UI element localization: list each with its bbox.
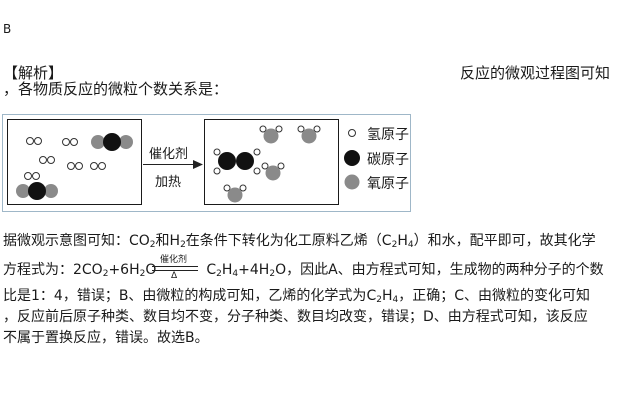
legend-oxygen: 氧原子 bbox=[367, 176, 409, 192]
answer-text: B bbox=[3, 22, 12, 36]
explanation-line-3: 比是1：4，错误；B、由微粒的构成可知，乙烯的化学式为C2H4，正确；C、由微粒… bbox=[3, 288, 590, 305]
intro-line2: ，各物质反应的微粒个数关系是： bbox=[3, 80, 229, 98]
legend-carbon: 碳原子 bbox=[367, 152, 409, 168]
oxygen-atom-icon bbox=[344, 174, 360, 190]
explanation-line-1: 据微观示意图可知：CO2和H2在条件下转化为化工原料乙烯（C2H4）和水，配平即… bbox=[3, 233, 596, 250]
equation-equals-sign bbox=[152, 266, 198, 271]
co2-molecule bbox=[91, 133, 133, 151]
h2o-molecule bbox=[223, 184, 247, 203]
h2-molecule bbox=[62, 138, 78, 146]
h2-molecule bbox=[67, 162, 83, 170]
h2-molecule bbox=[24, 172, 40, 180]
condition-heat: 加热 bbox=[155, 175, 182, 190]
explanation-line-5: 不属于置换反应，错误。故选B。 bbox=[3, 330, 209, 346]
equation-condition-catalyst: 催化剂 bbox=[160, 255, 188, 265]
reaction-diagram: 催化剂 加热 bbox=[2, 114, 411, 212]
co2-molecule bbox=[16, 182, 58, 200]
h2-molecule bbox=[90, 162, 106, 170]
reaction-arrow bbox=[143, 164, 197, 165]
analysis-label: 【解析】 bbox=[3, 64, 64, 82]
products-box bbox=[204, 119, 339, 205]
condition-catalyst: 催化剂 bbox=[149, 147, 189, 162]
reactants-molecules bbox=[16, 133, 133, 200]
legend-hydrogen: 氢原子 bbox=[367, 127, 409, 143]
intro-right-text: 反应的微观过程图可知 bbox=[460, 64, 611, 82]
arrow-head-icon bbox=[193, 160, 203, 169]
hydrogen-atom-icon bbox=[348, 129, 356, 137]
products-molecules bbox=[213, 125, 321, 203]
h2o-molecule bbox=[259, 125, 283, 144]
carbon-atom-icon bbox=[344, 150, 360, 166]
h2-molecule bbox=[39, 156, 55, 164]
h2-molecule bbox=[26, 137, 42, 145]
equation-condition-heat: Δ bbox=[171, 271, 178, 281]
h2o-molecule bbox=[261, 162, 285, 181]
c2h4-molecule bbox=[213, 148, 261, 175]
h2o-molecule bbox=[297, 125, 321, 144]
reactants-box bbox=[7, 119, 142, 205]
explanation-line-4: ，反应前后原子种类、数目均不变，分子种类、数目均改变，错误；D、由方程式可知，该… bbox=[3, 309, 588, 325]
